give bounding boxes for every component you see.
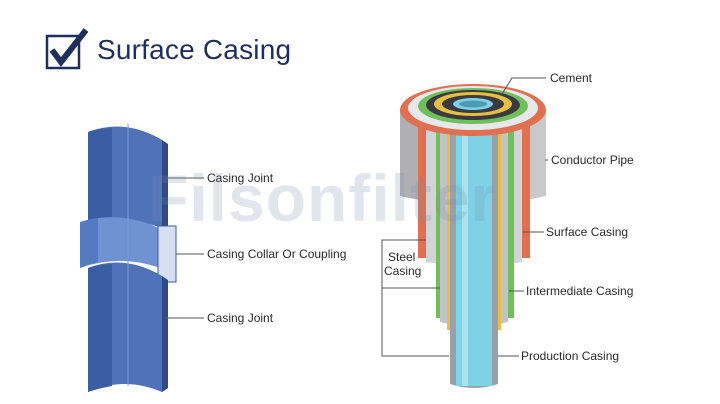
label-intermediate-casing: Intermediate Casing [526,284,634,298]
page-title: Surface Casing [97,34,292,65]
label-steel: Steel [388,250,416,264]
label-conductor-pipe: Conductor Pipe [551,153,634,167]
checkbox-check-icon [45,28,89,70]
casing-pipe-illustration [80,124,177,392]
left-leader-lines [166,177,204,319]
right-leader-lines [381,77,548,357]
label-casing: Casing [384,264,422,278]
label-casing-joint-top: Casing Joint [207,171,274,185]
label-surface-casing: Surface Casing [546,225,629,239]
well-casing-cross-section [400,84,546,388]
watermark-text: Filsonfilter [148,161,498,235]
label-cement: Cement [550,71,593,85]
label-casing-collar: Casing Collar Or Coupling [207,247,347,261]
label-production-casing: Production Casing [521,349,620,363]
label-casing-joint-bottom: Casing Joint [207,311,274,325]
